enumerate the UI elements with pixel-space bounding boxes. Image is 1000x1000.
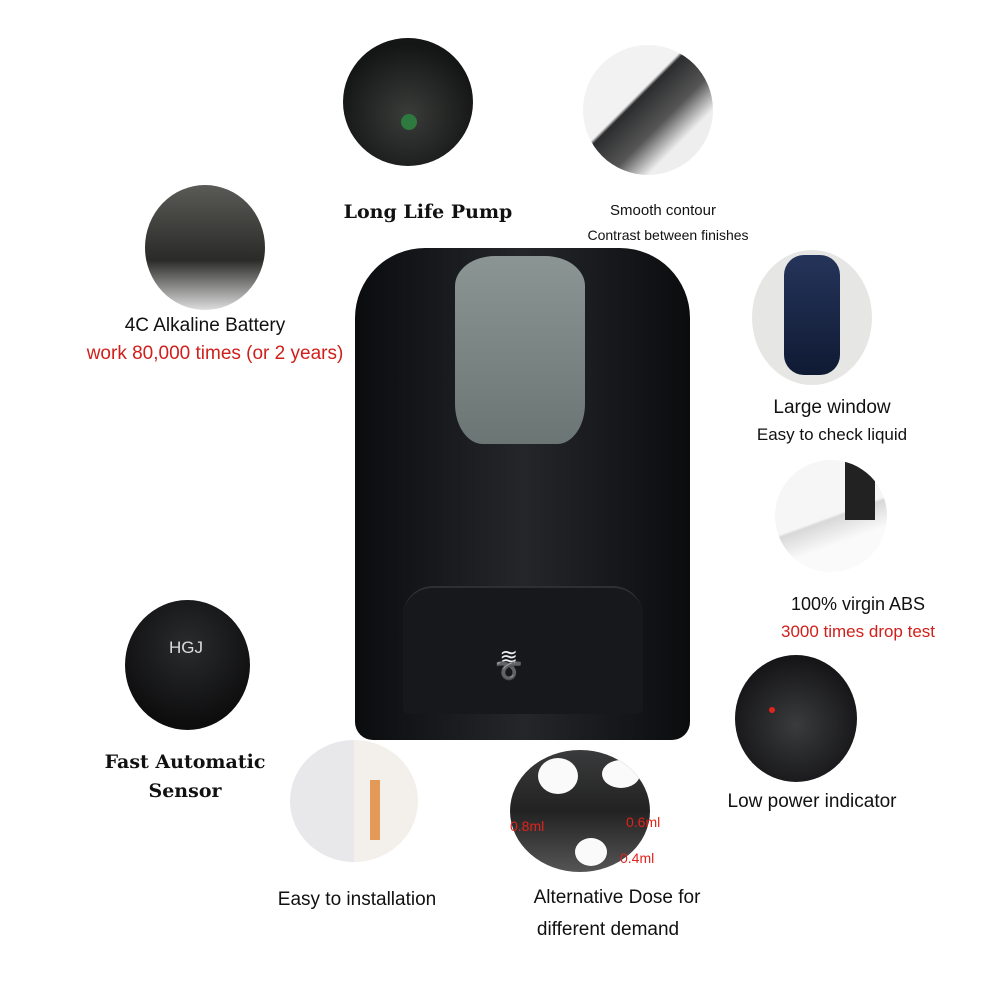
soap-dispenser-product: ≋➰ bbox=[355, 248, 690, 740]
sensor-title-line1: Fast Automatic bbox=[104, 751, 266, 773]
dose-title-line2: different demand bbox=[536, 919, 680, 940]
sensor-photo: HGJ bbox=[125, 600, 250, 730]
pump-title: Long Life Pump bbox=[343, 201, 513, 223]
dose-photo bbox=[510, 750, 650, 872]
battery-photo bbox=[145, 185, 265, 310]
sensor-panel: ≋➰ bbox=[403, 586, 643, 714]
dose-title-line1: Alternative Dose for bbox=[533, 887, 701, 908]
pump-photo bbox=[343, 38, 473, 166]
sensor-title-line2: Sensor bbox=[148, 780, 222, 802]
abs-photo bbox=[775, 460, 887, 572]
liquid-window bbox=[455, 256, 585, 444]
window-subtitle: Easy to check liquid bbox=[756, 425, 908, 444]
sensor-badge: HGJ bbox=[169, 638, 203, 657]
window-title: Large window bbox=[773, 397, 891, 418]
abs-subtitle: 3000 times drop test bbox=[780, 622, 936, 641]
dose-label-06: 0.6ml bbox=[626, 814, 661, 830]
dose-label-08: 0.8ml bbox=[510, 818, 545, 834]
sensor-icon: ≋➰ bbox=[495, 644, 523, 683]
battery-subtitle: work 80,000 times (or 2 years) bbox=[86, 343, 344, 364]
install-title: Easy to installation bbox=[277, 889, 437, 910]
power-led bbox=[769, 707, 775, 713]
contour-photo bbox=[583, 45, 713, 175]
window-photo bbox=[752, 250, 872, 385]
power-photo bbox=[735, 655, 857, 782]
power-title: Low power indicator bbox=[727, 791, 897, 812]
install-photo bbox=[290, 740, 418, 862]
contour-title: Smooth contour bbox=[610, 202, 716, 219]
dose-label-04: 0.4ml bbox=[620, 850, 655, 866]
abs-title: 100% virgin ABS bbox=[790, 594, 926, 614]
battery-title: 4C Alkaline Battery bbox=[124, 315, 286, 336]
pump-led bbox=[401, 114, 417, 130]
contour-subtitle: Contrast between finishes bbox=[587, 227, 749, 243]
